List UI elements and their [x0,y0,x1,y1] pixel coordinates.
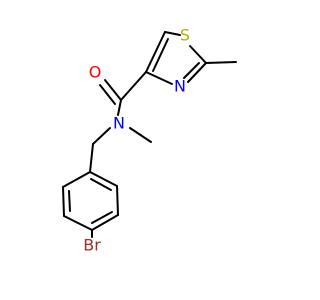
bond-n3-c2-outer [187,62,207,83]
bond-carbonyl-o-2 [99,84,116,105]
bromine-atom-label: Br [83,236,101,255]
benzene-ring [62,171,119,231]
bond-ar4-ar5 [63,215,93,231]
bond-ch2-ring [89,143,94,173]
bond-s1-c2 [189,45,207,64]
sulfur-atom-label: S [180,26,190,45]
bond-c4-n3 [145,71,173,85]
bond-ar1-ar2 [89,171,118,187]
carboxamide-group [99,71,147,116]
amide-nitrogen-label: N [113,114,125,133]
bond-ar1-ar2-inner [90,178,112,191]
bond-ar2-ar3 [116,185,119,216]
bond-carbonyl-o-1 [104,79,122,101]
bond-ar3-ar4 [91,214,119,231]
bond-n-ch2 [92,127,111,145]
bond-ar6-ar1 [62,171,91,188]
ring-nitrogen-label: N [174,77,186,96]
bond-c5-c4-inner [152,38,169,72]
bond-n3-c2-inner [183,62,200,79]
bond-carbonyl-n [117,99,122,116]
molecule-structure: O N N S Br [62,26,237,255]
bond-ar5-ar6-inner [68,190,71,212]
bond-ar3-ar4-inner [91,211,113,224]
bond-ar5-ar6 [62,186,65,217]
bond-n-methyl [129,127,152,143]
bond-c5-c4-outer [145,31,166,73]
bond-c5-s1 [164,31,181,36]
thiazole-ring [145,31,207,85]
oxygen-atom-label: O [89,63,102,82]
bond-c4-carbonyl [120,71,147,101]
bond-c2-methyl [205,61,237,64]
